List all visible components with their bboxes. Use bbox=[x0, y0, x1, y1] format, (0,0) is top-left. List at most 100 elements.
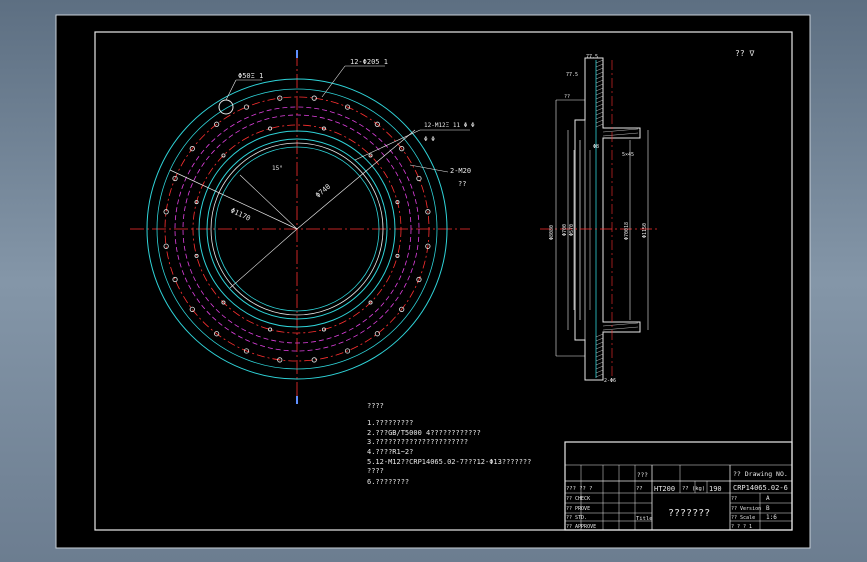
tb-drawing-no: CRP14065.02-6 bbox=[733, 484, 788, 492]
hatch-line bbox=[595, 123, 604, 128]
leader-thread-12 bbox=[354, 129, 421, 161]
bolt-circle bbox=[164, 96, 430, 362]
bolt-hole bbox=[277, 95, 283, 101]
tb-material-label: ?? bbox=[636, 486, 643, 492]
dim-line-740 bbox=[296, 129, 416, 230]
bolt-hole bbox=[321, 126, 326, 131]
front-view: Φ50Ξ 1 12-Φ205 1 12-M12Ξ 11 Φ Φ Φ Φ 2-M2… bbox=[130, 50, 475, 404]
bolt-hole bbox=[268, 126, 273, 131]
label-side-top-dim: 77.5 bbox=[586, 54, 598, 60]
hatch-line bbox=[595, 75, 604, 80]
label-hole-top-left: Φ50Ξ 1 bbox=[238, 72, 263, 80]
bolt-hole bbox=[214, 121, 220, 127]
hatch-line bbox=[595, 111, 604, 116]
bolt-hole bbox=[399, 146, 405, 152]
section-hatching bbox=[595, 59, 639, 378]
hatch-line bbox=[595, 333, 604, 338]
flange-inner-ring bbox=[156, 88, 438, 370]
bolt-hole bbox=[425, 209, 431, 215]
label-thread-note: ?? bbox=[458, 180, 466, 188]
bolt-hole bbox=[311, 95, 317, 101]
hatch-line bbox=[595, 99, 604, 104]
bolt-hole bbox=[368, 153, 373, 158]
bolt-hole bbox=[172, 175, 178, 182]
bolt-hole bbox=[344, 348, 351, 354]
label-dia-side-5: Φ1150 bbox=[642, 223, 648, 238]
outer-bolt-holes bbox=[163, 95, 431, 363]
bolt-hole bbox=[172, 276, 178, 283]
hatch-line bbox=[595, 63, 604, 68]
bolt-hole bbox=[374, 121, 380, 127]
tb-drawing-no-label: ?? Drawing NO. bbox=[733, 470, 788, 478]
bolt-hole bbox=[311, 357, 317, 363]
note-line-3: 3.?????????????????????? bbox=[367, 438, 468, 446]
tb-material: HT200 bbox=[654, 485, 675, 493]
bolt-hole bbox=[189, 306, 195, 312]
hatch-line bbox=[595, 95, 604, 100]
note-line-6: ???? bbox=[367, 467, 384, 475]
bolt-hole bbox=[344, 104, 351, 110]
tb-weight: 190 bbox=[709, 485, 722, 493]
tb-quantity-label: ?? bbox=[731, 496, 737, 502]
drawing-viewport[interactable] bbox=[55, 14, 811, 549]
bolt-hole bbox=[268, 327, 273, 332]
hatch-line bbox=[595, 357, 604, 362]
label-thread-sub: Φ Φ bbox=[424, 136, 435, 143]
hatch-line bbox=[595, 349, 604, 354]
label-dia-side-1: Φ8080 bbox=[549, 225, 555, 240]
hub-ring bbox=[206, 138, 388, 320]
label-angle-15: 15° bbox=[272, 165, 283, 172]
hatch-line bbox=[602, 322, 639, 327]
tb-approve-label: ?? APPROVE bbox=[566, 524, 596, 530]
bolt-hole bbox=[416, 276, 422, 283]
side-section-view: 77.5 77.5 ?? 5×45 Φ8 2-Φ6 Φ8080 Φ700 Φ57… bbox=[540, 54, 660, 384]
title-block: ??? ?? Drawing NO. ??? ?? ? ?? HT200 ?? … bbox=[564, 441, 793, 531]
bolt-hole bbox=[243, 104, 250, 110]
dim-line-radial bbox=[229, 228, 298, 289]
dim-line-angle bbox=[239, 174, 298, 230]
bolt-hole bbox=[399, 306, 405, 312]
tb-std-label: ?? STD. bbox=[566, 515, 587, 521]
bolt-hole bbox=[368, 300, 373, 305]
hatch-line bbox=[595, 83, 604, 88]
tb-sheet-label: ? ? ? 1 bbox=[731, 524, 752, 530]
tb-header-1: ??? bbox=[637, 472, 648, 479]
drawing-border bbox=[94, 31, 793, 531]
label-thread-12: 12-M12Ξ 11 Φ Φ bbox=[424, 122, 475, 129]
note-line-4: 4.????R1~2? bbox=[367, 448, 413, 456]
hatch-line bbox=[595, 119, 604, 124]
bolt-hole bbox=[194, 253, 199, 258]
notes-title: ???? bbox=[367, 402, 384, 410]
outer-flange-ring bbox=[146, 78, 448, 380]
tb-check-label: ?? CHECK bbox=[566, 496, 590, 502]
bolt-hole bbox=[321, 327, 326, 332]
bolt-hole bbox=[243, 348, 250, 354]
hatch-line bbox=[595, 115, 604, 120]
hub-outer-ring bbox=[198, 130, 396, 328]
hatch-line bbox=[602, 326, 639, 331]
tb-version: B bbox=[766, 505, 770, 512]
flange-profile bbox=[574, 57, 641, 381]
hatch-line bbox=[595, 107, 604, 112]
bolt-hole bbox=[395, 200, 400, 205]
dim-line-1170 bbox=[169, 169, 298, 230]
hatch-line bbox=[595, 87, 604, 92]
label-holes-205: 12-Φ205 1 bbox=[350, 58, 388, 66]
tb-part-name: ??????? bbox=[668, 508, 710, 519]
note-line-7: 6.???????? bbox=[367, 478, 409, 486]
hatch-line bbox=[595, 365, 604, 370]
bolt-hole bbox=[395, 253, 400, 258]
tb-scale-label: ?? Scale bbox=[731, 515, 755, 521]
technical-notes: ???? 1.????????? 2.???GB/T5000 4????????… bbox=[367, 402, 531, 486]
hatch-line bbox=[595, 369, 604, 374]
label-thread-2: 2-M20 bbox=[450, 167, 471, 175]
hatch-line bbox=[595, 345, 604, 350]
tb-design-label: ??? ?? ? bbox=[566, 486, 593, 492]
bolt-hole bbox=[221, 153, 226, 158]
hidden-line-ring-inner bbox=[182, 114, 412, 344]
note-line-1: 1.????????? bbox=[367, 419, 413, 427]
label-side-bottom: 2-Φ6 bbox=[604, 378, 616, 384]
hatch-line bbox=[595, 373, 604, 378]
hatch-line bbox=[595, 341, 604, 346]
